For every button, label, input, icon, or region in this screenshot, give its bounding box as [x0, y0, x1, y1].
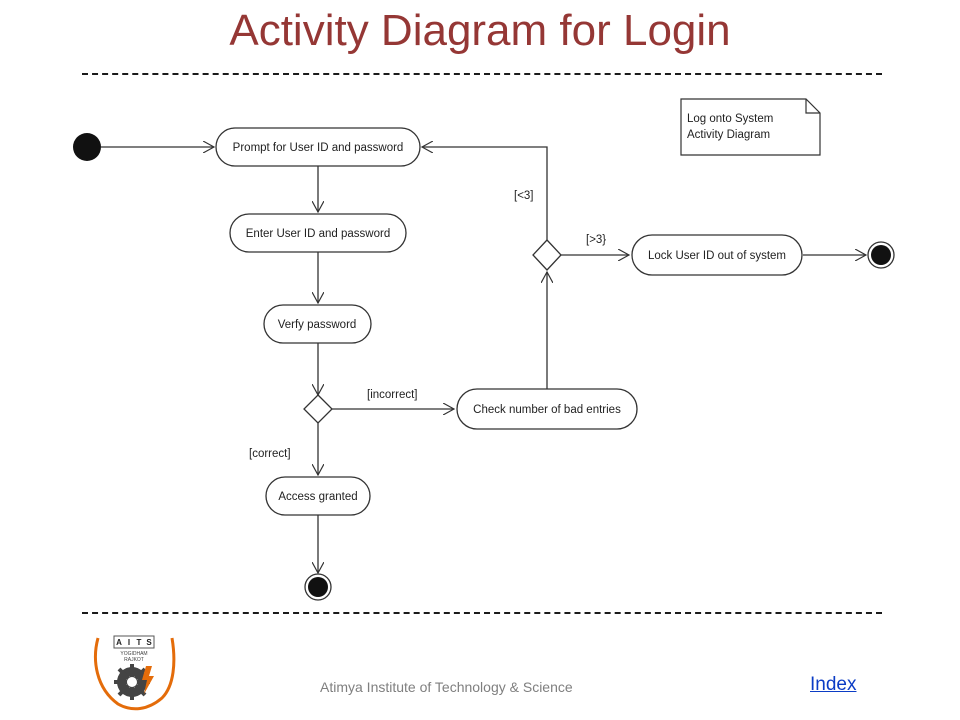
- edge-decision2-to-prompt: [422, 147, 548, 240]
- action-access-box: [265, 476, 371, 516]
- end-node-access: [304, 573, 332, 601]
- action-lock-box: [631, 234, 803, 276]
- action-verify-box: [263, 304, 372, 344]
- slide-title: Activity Diagram for Login: [229, 6, 731, 55]
- index-link[interactable]: Index: [810, 674, 857, 695]
- top-dashed-divider: [82, 73, 882, 75]
- svg-text:RAJKOT: RAJKOT: [124, 657, 144, 663]
- svg-text:S: S: [146, 638, 152, 647]
- note-line-1: Log onto System: [687, 113, 773, 125]
- decision-verify: [303, 394, 333, 424]
- start-node: [73, 133, 101, 161]
- footer-institute: Atimya Institute of Technology & Science: [320, 679, 573, 695]
- action-check-label: Check number of bad entries: [473, 404, 621, 416]
- action-access-label: Access granted: [278, 491, 357, 503]
- guard-greater-than-3: [>3}: [586, 234, 606, 246]
- action-verify-label: Verfy password: [278, 319, 357, 331]
- bottom-dashed-divider: [82, 612, 882, 614]
- action-enter-label: Enter User ID and password: [246, 228, 390, 240]
- end-node-lock: [867, 241, 895, 269]
- svg-text:I: I: [128, 638, 130, 647]
- action-enter-box: [229, 213, 407, 253]
- guard-incorrect: [incorrect]: [367, 389, 418, 401]
- action-prompt-box: [215, 127, 421, 167]
- svg-text:A: A: [116, 638, 122, 647]
- action-prompt-label: Prompt for User ID and password: [233, 142, 404, 154]
- svg-text:YOGIDHAM: YOGIDHAM: [120, 651, 147, 657]
- diagram-note: [680, 98, 821, 156]
- action-lock-label: Lock User ID out of system: [648, 250, 786, 262]
- note-line-2: Activity Diagram: [687, 129, 770, 141]
- guard-less-than-3: [<3]: [514, 190, 534, 202]
- svg-text:T: T: [137, 638, 142, 647]
- guard-correct: [correct]: [249, 448, 291, 460]
- action-check-box: [456, 388, 638, 430]
- decision-attempts: [532, 239, 562, 271]
